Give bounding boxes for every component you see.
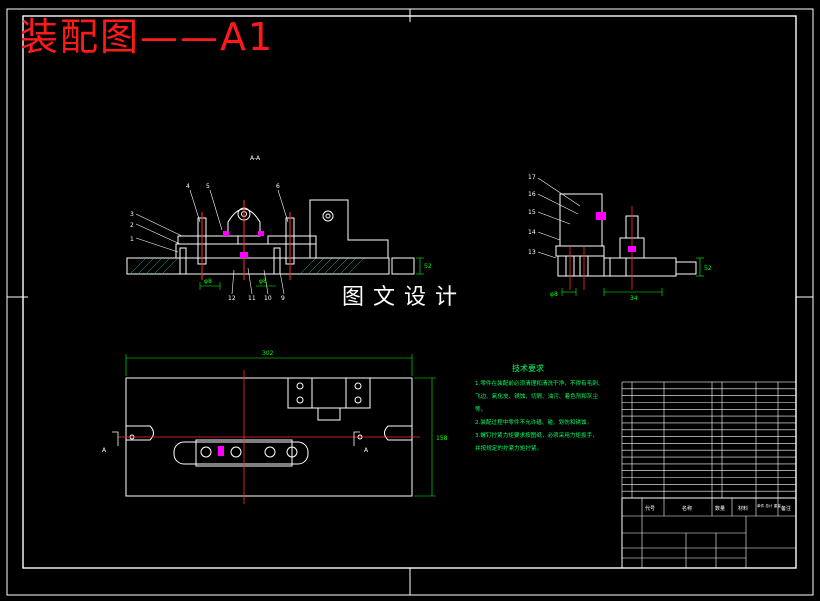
col-code: 代号 xyxy=(645,505,655,512)
technical-notes: 技术要求 1.零件在装配前必须清理和清洗干净，不得有毛刺、 飞边、氧化皮、锈蚀、… xyxy=(475,363,603,452)
section-view-label: A-A xyxy=(250,155,261,162)
tech-note-line-4: 2.装配过程中零件不允许磕、碰、划伤和锈蚀。 xyxy=(475,418,592,426)
section-mark-left: A xyxy=(102,447,107,454)
callout-10: 10 xyxy=(264,295,272,302)
callout-16: 16 xyxy=(528,191,536,198)
dim-side-bottom-left: φ8 xyxy=(550,291,558,298)
parts-list xyxy=(621,381,797,499)
col-remark: 备注 xyxy=(781,505,791,512)
callout-12: 12 xyxy=(228,295,236,302)
tech-note-line-5: 3.螺钉拧紧力矩要求按图纸，必须采用力矩扳手， xyxy=(475,431,598,439)
section-mark-right: A xyxy=(364,447,369,454)
dim-front-h2: φ8 xyxy=(259,278,267,285)
callout-2: 2 xyxy=(130,222,134,229)
dim-front-right: 52 xyxy=(424,263,432,270)
col-qty: 数量 xyxy=(715,505,725,512)
drawing-title: 装配图——A1 xyxy=(20,15,275,59)
col-material: 材料 xyxy=(738,505,748,512)
col-weight: 单件 总计 重量 xyxy=(757,503,781,508)
callout-3: 3 xyxy=(130,211,134,218)
callout-17: 17 xyxy=(528,174,536,181)
tech-note-line-3: 等。 xyxy=(475,405,486,413)
callout-1: 1 xyxy=(130,236,134,243)
callout-14: 14 xyxy=(528,229,536,236)
dim-overall-width: 158 xyxy=(436,435,448,442)
side-view: 17 16 15 14 13 φ8 34 52 xyxy=(528,174,712,302)
dim-overall-length: 302 xyxy=(262,350,274,357)
watermark-text: 图文设计 xyxy=(342,285,467,310)
col-name: 名称 xyxy=(682,505,692,512)
dim-front-h1: φ8 xyxy=(204,278,212,285)
base-hatching xyxy=(129,257,365,275)
title-block xyxy=(621,497,797,569)
callout-6: 6 xyxy=(276,183,280,190)
tech-note-line-1: 1.零件在装配前必须清理和清洗干净，不得有毛刺、 xyxy=(475,379,603,387)
callout-9: 9 xyxy=(281,295,285,302)
callout-13: 13 xyxy=(528,249,536,256)
front-section-view: A-A xyxy=(126,155,432,302)
plan-view: A A 302 158 xyxy=(102,350,448,504)
dim-side-right: 52 xyxy=(704,265,712,272)
callout-5: 5 xyxy=(206,183,210,190)
tech-note-line-2: 飞边、氧化皮、锈蚀、切屑、油污、着色剂和灰尘 xyxy=(475,392,598,400)
tech-note-line-6: 并按规定的拧紧力矩拧紧。 xyxy=(475,444,542,452)
callout-11: 11 xyxy=(248,295,256,302)
tech-notes-heading: 技术要求 xyxy=(512,363,544,373)
sheet-border xyxy=(6,8,814,596)
callout-15: 15 xyxy=(528,209,536,216)
dim-side-bottom-right: 34 xyxy=(630,295,638,302)
callout-4: 4 xyxy=(186,183,190,190)
